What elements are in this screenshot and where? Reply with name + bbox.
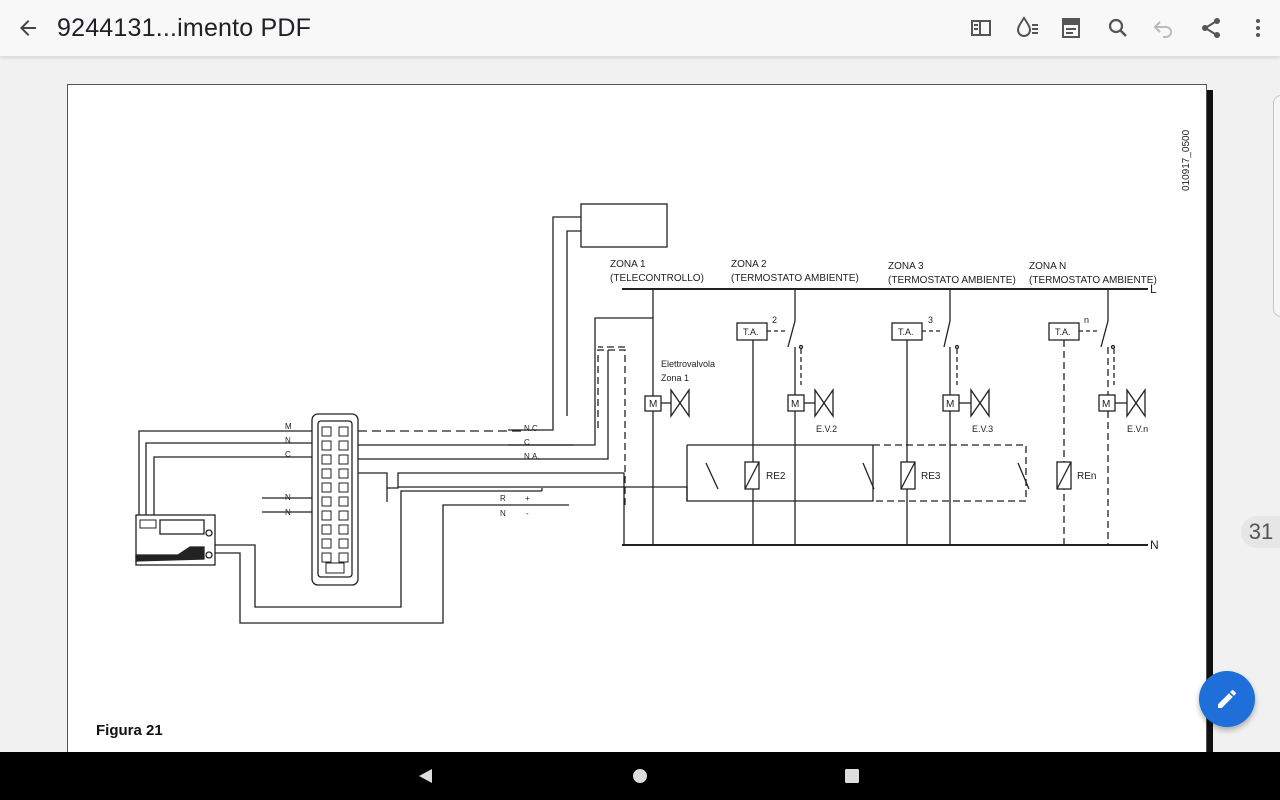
pdf-page[interactable]: 010917_0500 L N ZONA 1 (TELECONTROLLO) Z… — [67, 84, 1207, 764]
svg-text:T.A.: T.A. — [1055, 327, 1071, 337]
svg-text:n: n — [1084, 315, 1089, 325]
zone-n-name: ZONA N — [1029, 261, 1066, 272]
square-recents-icon — [845, 769, 859, 783]
svg-text:N.A.: N.A. — [524, 452, 540, 461]
share-button[interactable] — [1195, 12, 1227, 44]
search-button[interactable] — [1102, 12, 1134, 44]
svg-text:M: M — [791, 399, 799, 410]
undo-button[interactable] — [1147, 12, 1179, 44]
zone-2-desc: (TERMOSTATO AMBIENTE) — [731, 273, 859, 284]
zone-2-name: ZONA 2 — [731, 259, 767, 270]
sidebar-button[interactable] — [965, 12, 997, 44]
more-options-button[interactable] — [1242, 12, 1274, 44]
valve-label-line2: Zona 1 — [661, 373, 689, 383]
svg-text:N: N — [500, 509, 506, 518]
svg-text:+: + — [525, 494, 530, 503]
circle-home-icon — [633, 769, 647, 783]
svg-text:E.V.2: E.V.2 — [816, 424, 837, 434]
svg-text:N.C: N.C — [524, 424, 538, 433]
zone-n-desc: (TERMOSTATO AMBIENTE) — [1029, 275, 1157, 286]
svg-text:E.V.3: E.V.3 — [972, 424, 993, 434]
edit-fab-button[interactable] — [1199, 671, 1255, 727]
triangle-back-icon — [419, 769, 432, 783]
document-title: 9244131...imento PDF — [57, 14, 312, 42]
back-button[interactable] — [12, 12, 44, 44]
svg-text:3: 3 — [928, 315, 933, 325]
svg-text:M: M — [649, 399, 657, 410]
more-vert-icon — [1256, 19, 1260, 37]
svg-text:C: C — [285, 450, 291, 459]
wiring-diagram: 010917_0500 L N ZONA 1 (TELECONTROLLO) Z… — [135, 129, 1192, 624]
valve-label-line1: Elettrovalvola — [661, 359, 715, 369]
svg-text:R: R — [500, 494, 506, 503]
reading-mode-button[interactable] — [1055, 12, 1087, 44]
svg-text:M: M — [946, 399, 954, 410]
svg-text:RE3: RE3 — [921, 471, 941, 482]
app-bar: 9244131...imento PDF — [0, 0, 1280, 57]
svg-text:N: N — [285, 508, 291, 517]
reading-mode-icon — [1062, 18, 1080, 38]
line-l-label: L — [1150, 282, 1157, 296]
undo-icon — [1153, 21, 1172, 38]
search-icon — [1108, 18, 1127, 37]
svg-text:2: 2 — [772, 315, 777, 325]
document-code: 010917_0500 — [1181, 129, 1192, 191]
ink-saver-button[interactable] — [1011, 12, 1043, 44]
svg-text:E.V.n: E.V.n — [1127, 424, 1148, 434]
svg-text:N: N — [285, 436, 291, 445]
svg-text:M: M — [285, 422, 292, 431]
nav-home-button[interactable] — [628, 764, 652, 788]
sidebar-icon — [971, 20, 991, 36]
svg-text:N: N — [285, 493, 291, 502]
svg-text:-: - — [526, 509, 529, 518]
figure-caption: Figura 21 — [96, 722, 163, 739]
zone-3-desc: (TERMOSTATO AMBIENTE) — [888, 275, 1016, 286]
line-n-label: N — [1150, 538, 1159, 552]
svg-text:REn: REn — [1077, 471, 1096, 482]
page-number-indicator: 31 — [1241, 516, 1280, 548]
nav-back-button[interactable] — [413, 764, 437, 788]
svg-text:T.A.: T.A. — [743, 327, 759, 337]
system-nav-bar — [0, 752, 1280, 800]
share-icon — [1202, 18, 1220, 38]
svg-text:RE2: RE2 — [766, 471, 786, 482]
fast-scroll-handle[interactable] — [1273, 95, 1280, 317]
svg-text:M: M — [1102, 399, 1110, 410]
page-edge — [1207, 90, 1213, 764]
ink-drop-icon — [1016, 16, 1038, 37]
svg-text:C: C — [524, 438, 530, 447]
svg-text:T.A.: T.A. — [898, 327, 914, 337]
arrow-left-icon — [20, 20, 36, 36]
pencil-icon — [1218, 689, 1236, 708]
zone-1-name: ZONA 1 — [610, 259, 646, 270]
zone-1-desc: (TELECONTROLLO) — [610, 273, 704, 284]
zone-3-name: ZONA 3 — [888, 261, 924, 272]
nav-recents-button[interactable] — [840, 764, 864, 788]
